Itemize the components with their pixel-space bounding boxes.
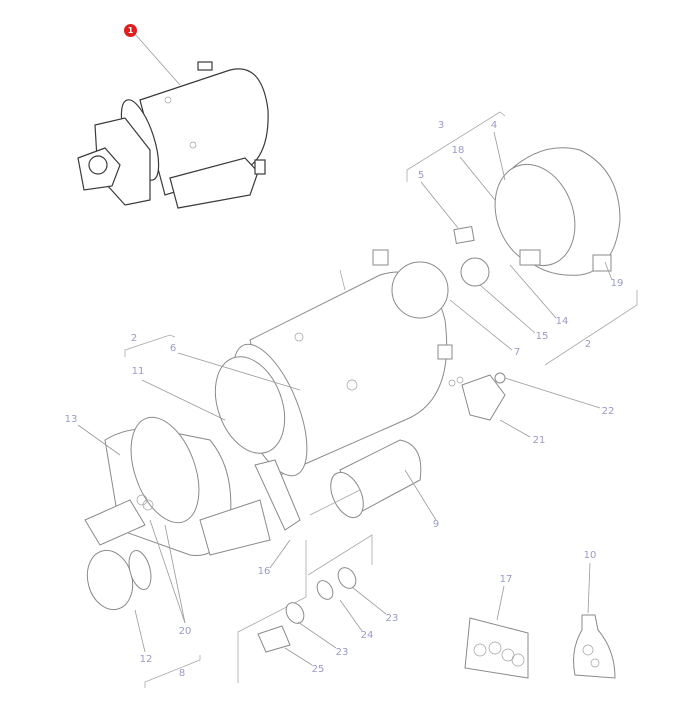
callout-23-left: 23: [335, 647, 349, 658]
end-bracket-assembly: [420, 131, 621, 351]
callout-16: 16: [257, 566, 271, 577]
callout-2-upper: 2: [584, 339, 592, 350]
callout-18: 18: [451, 145, 465, 156]
repair-kits: [464, 562, 616, 679]
callout-14: 14: [555, 316, 569, 327]
group-brackets: [124, 111, 638, 688]
callout-12: 12: [139, 654, 153, 665]
callout-9: 9: [432, 519, 440, 530]
assembled-starter-motor: [77, 33, 269, 209]
callout-11: 11: [131, 366, 145, 377]
callout-17: 17: [499, 574, 513, 585]
callout-7: 7: [513, 347, 521, 358]
callout-4: 4: [490, 120, 498, 131]
callout-6: 6: [169, 343, 177, 354]
callout-24: 24: [360, 630, 374, 641]
callout-20: 20: [178, 626, 192, 637]
callout-25: 25: [311, 664, 325, 675]
drive-end-bracket: [77, 352, 301, 557]
callout-22: 22: [601, 406, 615, 417]
pinion-and-small-parts: [86, 519, 387, 666]
callout-3: 3: [437, 120, 445, 131]
solenoid-and-lever: [254, 372, 601, 569]
callout-2-lower: 2: [130, 333, 138, 344]
callout-21: 21: [532, 435, 546, 446]
callout-5: 5: [417, 170, 425, 181]
highlighted-part-badge[interactable]: 1: [124, 24, 137, 37]
callout-10: 10: [583, 550, 597, 561]
callout-15: 15: [535, 331, 549, 342]
callout-13: 13: [64, 414, 78, 425]
callout-19: 19: [610, 278, 624, 289]
callout-23-right: 23: [385, 613, 399, 624]
callout-8: 8: [178, 668, 186, 679]
